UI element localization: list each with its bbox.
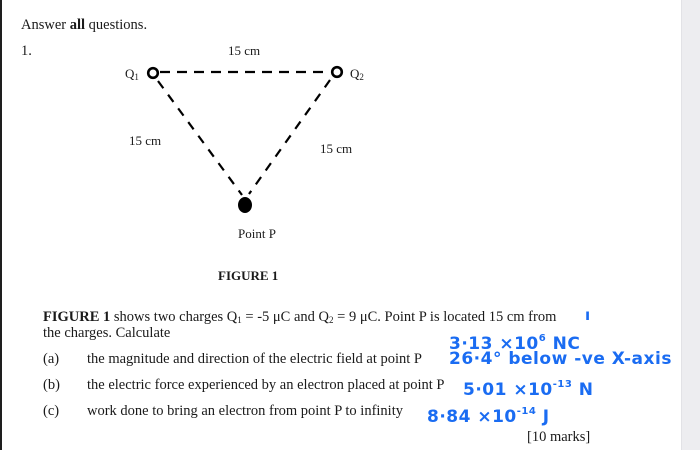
stem-text-c: = 9 μC. Point P is located 15 cm from [333,309,557,325]
instruction-prefix: Answer [21,17,70,33]
q1-label-sub: 1 [134,72,139,82]
part-b-text: the electric force experienced by an ele… [87,377,445,393]
handwritten-answer-b: 5·01 ×10-13 N [463,376,594,399]
handwritten-answer-a-direction: 26·4° below -ve X-axis [449,349,672,369]
instruction-text: Answer all questions. [21,17,147,33]
right-distance-label: 15 cm [320,141,353,156]
question-number: 1. [21,43,32,59]
question-stem-line1: FIGURE 1 shows two charges Q1 = -5 μC an… [43,309,556,328]
q2-label: Q2 [350,66,364,85]
q1-label-letter: Q [125,66,135,81]
answer-a-magnitude-base: 3·13 ×10 [449,334,539,354]
page-left-border [0,0,2,450]
question-stem-line2: the charges. Calculate [43,325,171,341]
q1-p-dashed-line [157,80,243,196]
stem-figure-ref: FIGURE 1 [43,309,111,325]
handwritten-answer-a-magnitude: 3·13 ×106 NC [449,330,580,353]
figure-caption: FIGURE 1 [218,268,279,283]
q2-label-letter: Q [350,66,360,81]
page-right-gutter [681,0,700,450]
stem-text-b: = -5 μC and Q [241,309,330,325]
q2-p-dashed-line [248,79,331,195]
part-a-label: (a) [43,351,60,367]
answer-a-magnitude-exp: 6 [538,333,547,344]
marks-label: [10 marks] [527,429,591,445]
answer-c-exp: -14 [516,406,537,417]
handwritten-stray-mark: ı [585,306,591,324]
instruction-bold: all [69,17,86,33]
left-distance-label: 15 cm [129,133,162,148]
instruction-suffix: questions. [85,17,148,33]
answer-b-base: 5·01 ×10 [463,380,553,400]
answer-c-base: 8·84 ×10 [427,407,517,427]
charge-q1-icon [146,66,160,80]
point-p-label: Point P [238,226,276,241]
part-a-text: the magnitude and direction of the elect… [87,351,423,367]
charge-q2-icon [330,65,344,79]
stem-text-a: shows two charges Q [110,309,238,325]
part-b-label: (b) [43,377,60,393]
part-c-label: (c) [43,403,60,419]
point-p-dot-icon [238,197,252,213]
answer-b-exp: -13 [552,379,573,390]
top-distance-label: 15 cm [228,43,261,58]
answer-a-magnitude-unit: NC [546,334,581,354]
part-c-text: work done to bring an electron from poin… [87,403,403,419]
answer-c-unit: J [536,407,550,427]
answer-b-unit: N [572,380,594,400]
stem-sub-1: 1 [237,315,242,325]
handwritten-answer-c: 8·84 ×10-14 J [427,403,550,426]
q2-label-sub: 2 [359,72,364,82]
stem-sub-2: 2 [329,315,334,325]
q1-label: Q1 [125,66,139,85]
